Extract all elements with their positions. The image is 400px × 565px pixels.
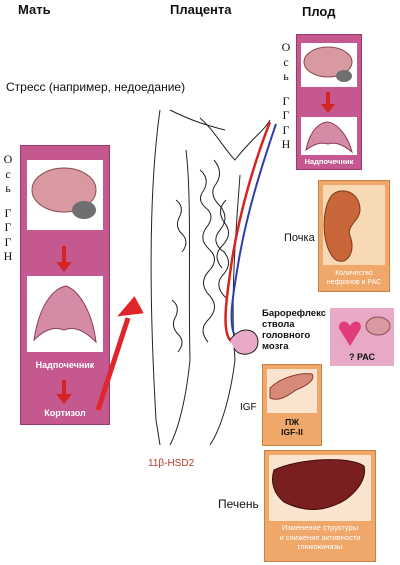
cortisol-transfer-arrow <box>95 317 131 411</box>
liver-caption-line: и снижение активности <box>279 532 361 542</box>
mother-axis-arrowhead-2 <box>56 394 72 404</box>
pancreas-caption-line: ПЖ <box>285 417 299 427</box>
fetus-axis-arrowhead <box>321 104 335 113</box>
baroreflex-caption: ? РАС <box>349 352 375 362</box>
baroreflex-label: Барорефлекс ствола головного мозга <box>262 308 326 352</box>
liver-caption-line: Изменение структуры <box>281 523 359 532</box>
fetus-axis-letter: Г <box>282 93 290 108</box>
mother-brain-icon <box>31 167 97 213</box>
baroreflex-brain-icon <box>365 316 391 336</box>
fetus-axis-letter: О <box>281 40 291 54</box>
pancreas-side-label: IGF <box>240 402 257 413</box>
liver-icon <box>271 459 366 510</box>
heart-icon <box>339 321 361 346</box>
mother-adrenal-label: Надпочечник <box>35 360 95 370</box>
fetus-cerebellum-icon <box>336 70 352 82</box>
mother-axis-arrowhead-1 <box>56 262 72 272</box>
mother-axis-letter: Г <box>4 234 12 249</box>
baroreflex-label-line: ствола <box>262 319 295 330</box>
stress-label: Стресс (например, недоедание) <box>6 80 186 94</box>
fetus-adrenal-icon <box>305 121 353 154</box>
kidney-side-label: Почка <box>284 232 315 244</box>
mother-axis-label: О с ь Г Г Г Н <box>2 152 14 264</box>
fetus-axis-letter: Г <box>282 122 290 137</box>
kidney-caption: Количество нефронов и РАС <box>326 270 382 286</box>
mother-axis-letter: О <box>3 152 13 166</box>
fetus-header: Плод <box>302 4 336 19</box>
cortisol-transfer-arrowhead <box>117 296 144 317</box>
placenta-illustration <box>150 109 271 446</box>
baroreflex-label-line: мозга <box>262 341 289 352</box>
fetus-axis-letter: Н <box>281 137 291 151</box>
mother-axis-letter: Н <box>3 249 13 263</box>
mother-header: Мать <box>18 2 51 17</box>
placenta-header: Плацента <box>170 2 232 17</box>
fetus-axis-letter: Г <box>282 108 290 122</box>
fetal-vein <box>230 123 277 339</box>
baroreflex-label-line: головного <box>262 330 311 341</box>
liver-caption-line: глюкокиназы <box>297 542 343 551</box>
umbilical-loop <box>229 329 259 355</box>
fetus-adrenal-label: Надпочечник <box>304 157 354 166</box>
mother-axis-letter: Г <box>4 205 12 220</box>
mother-axis-letter: Г <box>4 220 12 234</box>
mother-cortisol-label: Кортизол <box>44 408 86 418</box>
mother-adrenal-icon <box>33 285 97 344</box>
pancreas-caption: ПЖ IGF-II <box>263 417 321 437</box>
fetus-axis-letter: ь <box>283 69 289 83</box>
fetus-brain-icon <box>303 46 353 78</box>
baroreflex-label-line: Барорефлекс <box>262 308 326 319</box>
liver-side-label: Печень <box>218 497 259 511</box>
mother-cerebellum-icon <box>72 201 96 219</box>
kidney-icon <box>323 190 361 262</box>
enzyme-label: 11β-HSD2 <box>148 458 195 469</box>
pancreas-icon <box>269 373 314 400</box>
fetus-axis-letter: с <box>283 54 289 69</box>
liver-caption: Изменение структуры и снижение активност… <box>265 523 375 552</box>
pancreas-caption-line: IGF-II <box>281 427 303 437</box>
mother-axis-letter: ь <box>5 181 11 195</box>
fetus-axis-label: О с ь Г Г Г Н <box>280 40 292 152</box>
mother-axis-letter: с <box>5 166 11 181</box>
